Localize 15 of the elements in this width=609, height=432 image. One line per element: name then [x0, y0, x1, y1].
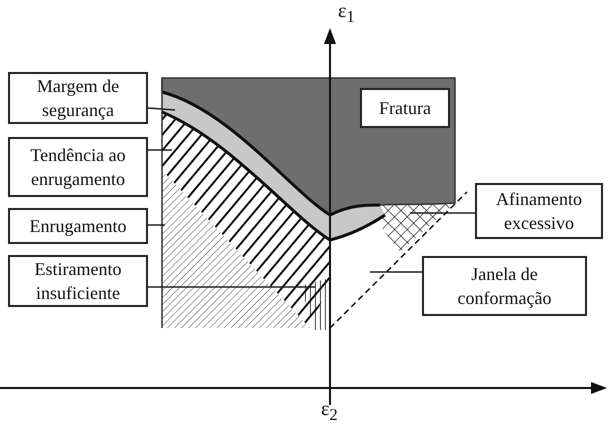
axis-label: ε$_{2}$ [321, 398, 338, 425]
callout-label: Estiramento insuficiente [8, 255, 148, 307]
axis-label: ε$_{1}$ [338, 0, 355, 27]
callout-label: Tendência ao enrugamento [8, 137, 148, 197]
leader-line [370, 271, 422, 273]
callout-label: Afinamento excessivo [475, 183, 603, 239]
leader-line [148, 286, 315, 288]
callout-label: Margem de segurança [8, 72, 148, 124]
callout-label: Janela de conformação [422, 256, 587, 316]
region-label: Fratura [360, 88, 450, 128]
callout-label: Enrugamento [8, 208, 148, 244]
leader-line [148, 107, 176, 111]
leader-line [410, 212, 475, 214]
leader-line [148, 149, 172, 151]
leader-line [148, 224, 165, 226]
